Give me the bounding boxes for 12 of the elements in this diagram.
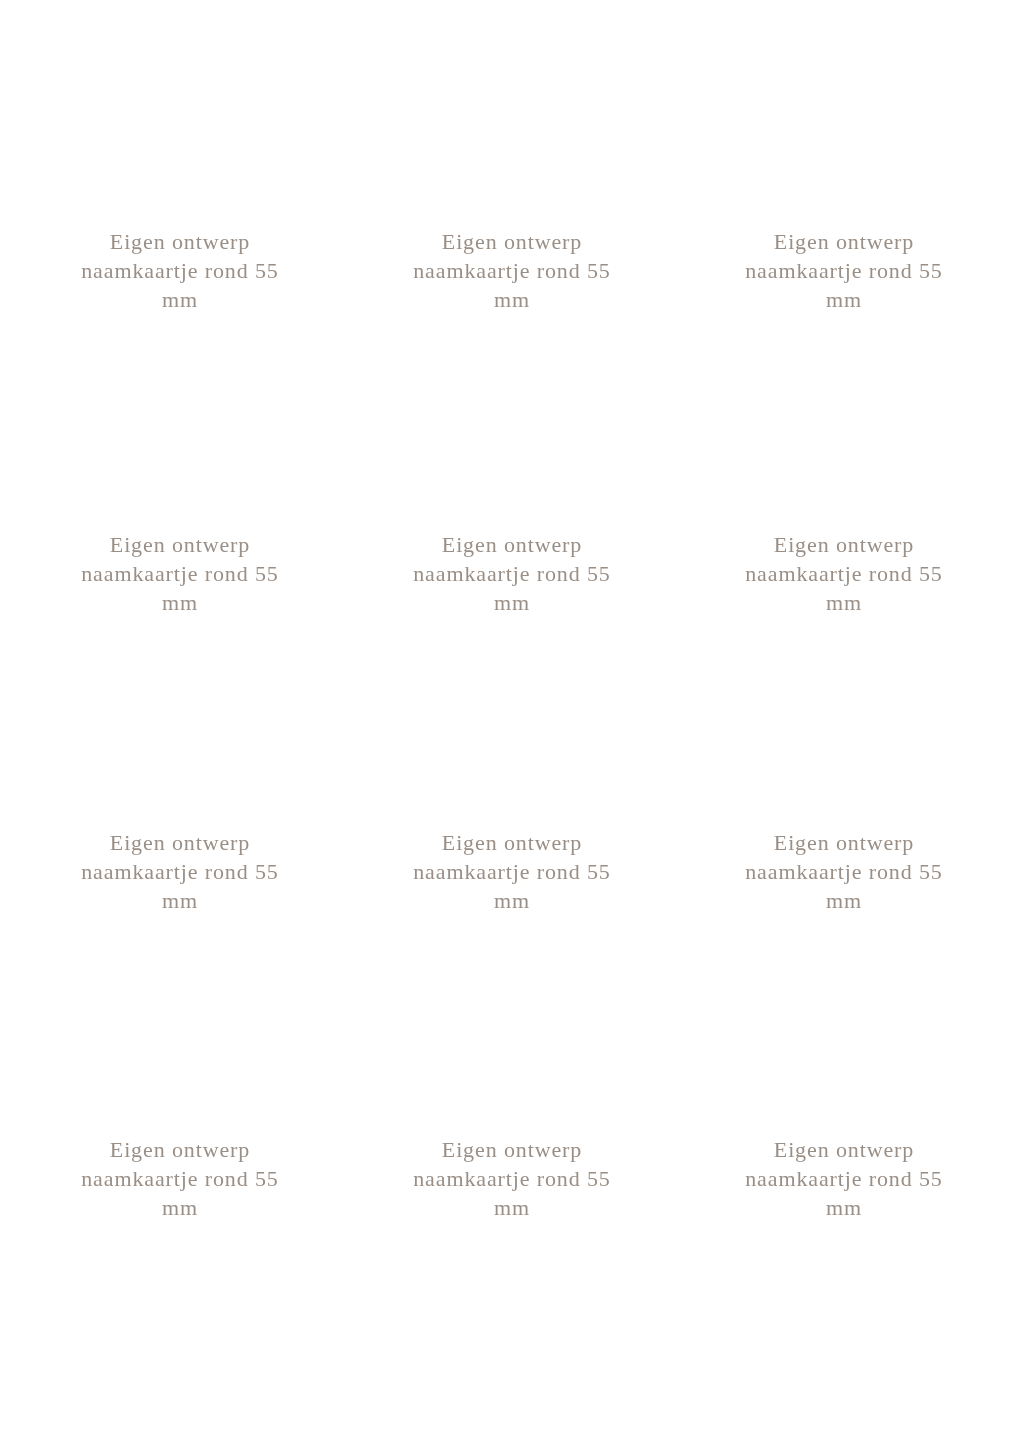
card-label: Eigen ontwerp naamkaartje rond 55 mm [412, 1136, 612, 1222]
card-label: Eigen ontwerp naamkaartje rond 55 mm [412, 531, 612, 617]
card-label: Eigen ontwerp naamkaartje rond 55 mm [80, 228, 280, 314]
card-label: Eigen ontwerp naamkaartje rond 55 mm [412, 228, 612, 314]
card-label: Eigen ontwerp naamkaartje rond 55 mm [80, 829, 280, 915]
card-label: Eigen ontwerp naamkaartje rond 55 mm [80, 531, 280, 617]
card-label: Eigen ontwerp naamkaartje rond 55 mm [80, 1136, 280, 1222]
card-label: Eigen ontwerp naamkaartje rond 55 mm [744, 228, 944, 314]
card-label: Eigen ontwerp naamkaartje rond 55 mm [744, 1136, 944, 1222]
card-label: Eigen ontwerp naamkaartje rond 55 mm [412, 829, 612, 915]
card-label: Eigen ontwerp naamkaartje rond 55 mm [744, 531, 944, 617]
card-label: Eigen ontwerp naamkaartje rond 55 mm [744, 829, 944, 915]
